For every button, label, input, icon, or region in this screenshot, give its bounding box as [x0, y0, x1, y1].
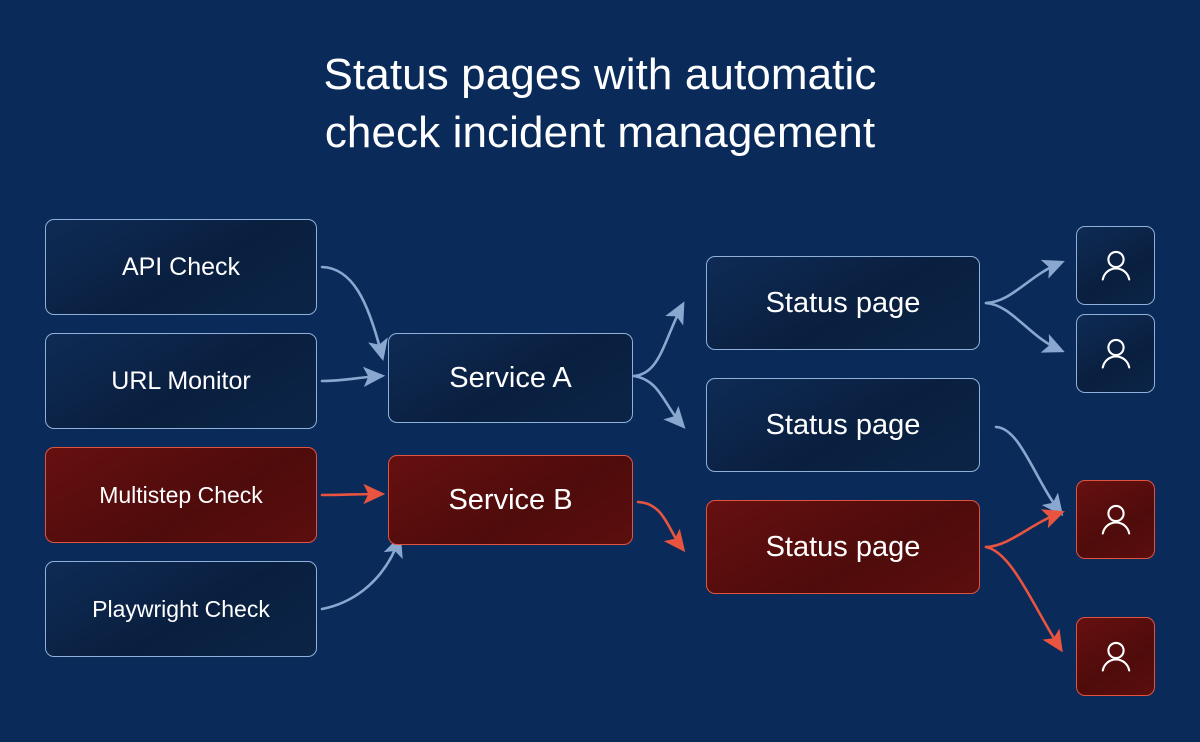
status-page-node-3[interactable]: Status page: [706, 500, 980, 594]
page-title-line-2: check incident management: [324, 108, 876, 157]
connector-api-check-to-service-a: [320, 265, 388, 362]
page-title-line-1: Status pages with automatic: [323, 50, 877, 99]
subscriber-node-4[interactable]: [1076, 617, 1155, 696]
check-node-multistep-check[interactable]: Multistep Check: [45, 447, 317, 543]
connector-multistep-check-to-service-b-line: [320, 483, 386, 505]
service-node-label: Service B: [448, 483, 573, 516]
connector-multistep-check-to-service-b: [322, 494, 380, 495]
connector-status-page-1-to-subscriber-1: [984, 259, 1065, 305]
connector-status-page-3-to-subscriber-3: [984, 509, 1065, 549]
page-title: Status pages with automatic check incide…: [0, 46, 1200, 162]
service-node-service-a[interactable]: Service A: [388, 333, 633, 423]
connector-playwright-check-to-service-b: [320, 535, 403, 611]
connector-service-a-to-status-page-1: [632, 301, 685, 378]
check-node-playwright-check[interactable]: Playwright Check: [45, 561, 317, 657]
connector-service-a-to-status-page-2: [632, 374, 686, 429]
check-node-label: URL Monitor: [111, 366, 251, 395]
person-icon: [1101, 338, 1130, 369]
connector-url-monitor-to-service-a: [320, 366, 386, 387]
status-page-node-label: Status page: [765, 408, 921, 441]
person-icon: [1101, 504, 1130, 535]
status-page-node-label: Status page: [765, 286, 921, 319]
service-node-service-b[interactable]: Service B: [388, 455, 633, 545]
check-node-url-monitor[interactable]: URL Monitor: [45, 333, 317, 429]
connector-status-page-2-to-subscriber-3: [994, 425, 1064, 517]
check-node-api-check[interactable]: API Check: [45, 219, 317, 315]
service-node-label: Service A: [449, 361, 572, 394]
connector-service-b-to-status-page-3: [636, 500, 686, 553]
check-node-label: Multistep Check: [99, 481, 263, 508]
person-icon: [1101, 250, 1130, 281]
status-page-node-1[interactable]: Status page: [706, 256, 980, 350]
subscriber-node-1[interactable]: [1076, 226, 1155, 305]
status-page-node-2[interactable]: Status page: [706, 378, 980, 472]
subscriber-node-3[interactable]: [1076, 480, 1155, 559]
check-node-label: Playwright Check: [92, 595, 270, 622]
connector-status-page-3-to-subscriber-4: [984, 545, 1063, 653]
check-node-label: API Check: [121, 252, 241, 281]
connector-status-page-1-to-subscriber-2: [984, 301, 1065, 353]
person-icon: [1101, 641, 1130, 672]
status-page-node-label: Status page: [765, 530, 921, 563]
subscriber-node-2[interactable]: [1076, 314, 1155, 393]
